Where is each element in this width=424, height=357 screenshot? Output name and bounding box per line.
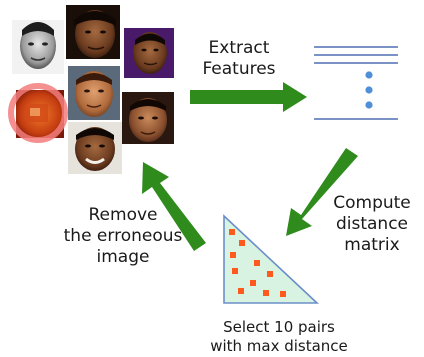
compute-distance-matrix-label: Compute distance matrix — [333, 193, 411, 255]
face-photo-icon — [68, 66, 120, 120]
compute-arrow-icon — [286, 148, 358, 236]
face-photo-icon — [66, 5, 120, 59]
select-pairs-label: Select 10 pairs with max distance — [210, 318, 348, 355]
erroneous-circle-icon — [8, 83, 68, 143]
extract-arrow-icon — [190, 82, 307, 112]
remove-arrow-icon — [142, 162, 206, 251]
face-photo-icon — [122, 92, 174, 144]
distance-matrix-icon — [223, 214, 320, 304]
extract-features-label: Extract Features — [202, 38, 276, 79]
remove-erroneous-image-label: Remove the erroneous image — [63, 205, 183, 267]
face-photo-icon — [12, 20, 64, 74]
feature-vector-icon — [314, 46, 398, 120]
face-photo-icon — [68, 122, 122, 174]
face-photo-icon — [124, 28, 174, 78]
erroneous-image — [16, 90, 64, 138]
